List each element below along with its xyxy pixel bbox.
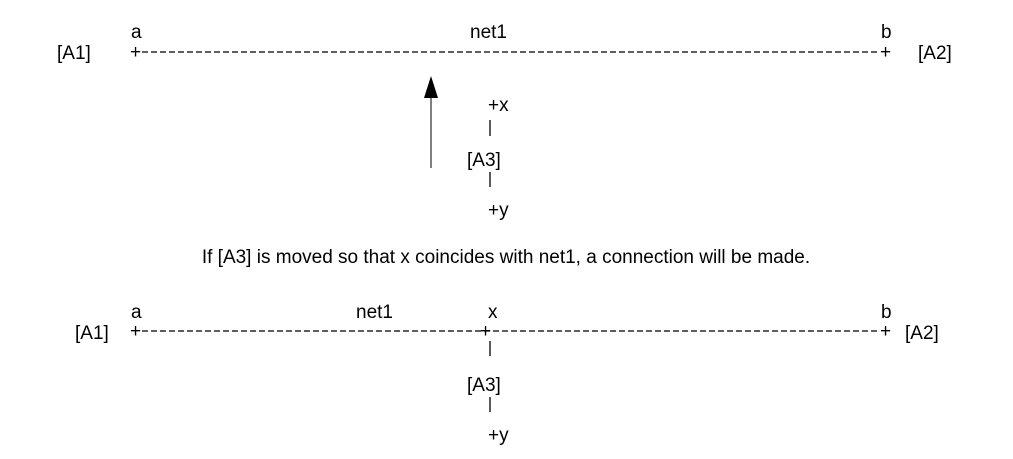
node-a1: [A1]: [75, 323, 109, 344]
node-a2: [A2]: [905, 323, 939, 344]
pin-y-label: +y: [488, 425, 509, 446]
arrow-up-icon: [424, 76, 438, 98]
pin-a-label: a: [131, 302, 142, 323]
pin-x-plus: +: [480, 321, 491, 342]
component-a3: [A3]: [467, 375, 501, 396]
top-diagram: [A1] a + + net1 b [A2] +x [A3] +y: [57, 22, 952, 221]
component-a3: [A3]: [467, 150, 501, 171]
pin-a-plus: +: [130, 321, 141, 342]
pin-b-plus: +: [880, 42, 891, 63]
pin-b-label: b: [881, 22, 892, 43]
net1-label: net1: [356, 302, 393, 323]
pin-a-plus: +: [130, 42, 141, 63]
pin-x-label: +x: [488, 95, 509, 116]
caption: If [A3] is moved so that x coincides wit…: [202, 247, 810, 268]
pin-x-label: x: [488, 302, 498, 323]
pin-a-label: a: [131, 22, 142, 43]
node-a1: [A1]: [57, 43, 91, 64]
net1-label: net1: [470, 22, 507, 43]
node-a2: [A2]: [918, 43, 952, 64]
pin-b-label: b: [881, 302, 892, 323]
pin-y-label: +y: [488, 200, 509, 221]
bottom-diagram: [A1] a + + + net1 x b [A2] [A3] +y: [75, 302, 939, 446]
pin-b-plus: +: [880, 321, 891, 342]
